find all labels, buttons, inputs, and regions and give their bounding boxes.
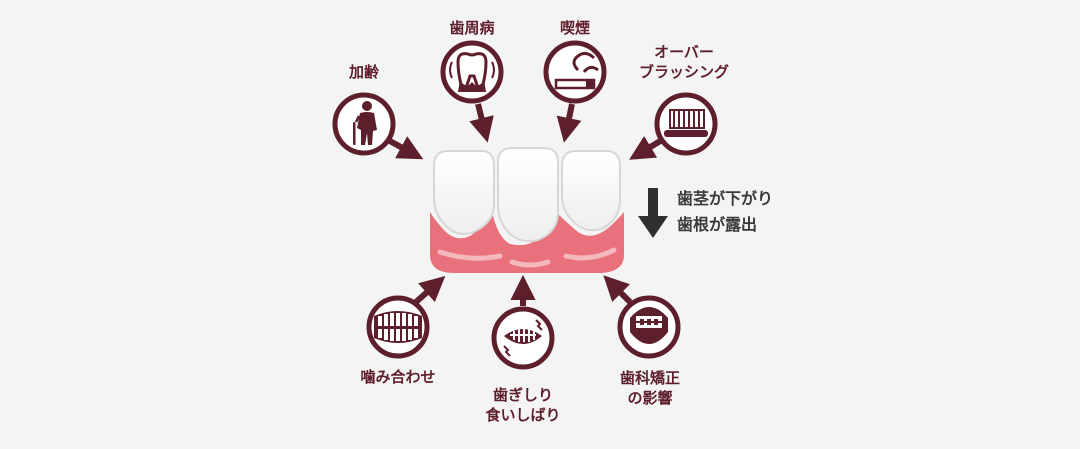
result-line-2: 歯根が露出 [677,215,758,234]
cause-periodontal [440,40,504,143]
label-orthodontics: 歯科矯正 の影響 [619,369,680,407]
gum-highlight [437,247,617,268]
diseased-tooth-icon [449,52,495,92]
label-aging: 加齢 [348,63,379,81]
cause-malocclusion [366,275,446,359]
elderly-person-icon [353,101,377,145]
label-overbrushing: オーバー ブラッシング [638,43,729,81]
result-line-1: 歯茎が下がり [677,189,774,208]
toothbrush-icon [664,109,708,137]
teeth-bite-icon [374,311,422,343]
cause-smoking [543,40,607,143]
cause-orthodontics [603,275,681,359]
cigarette-icon [554,51,599,90]
grinding-mouth-icon [503,319,543,357]
teeth-illustration [430,147,624,273]
label-clenching: 歯ぎしり 食いしばり [485,386,561,424]
cause-aging [332,92,424,160]
label-smoking: 喫煙 [559,19,590,37]
label-malocclusion: 噛み合わせ [360,368,436,386]
tooth-right [561,150,621,232]
label-periodontal: 歯周病 [449,19,495,37]
recession-arrow [638,188,668,238]
tooth-left [433,150,495,235]
cause-overbrushing [629,92,718,160]
cause-clenching [491,274,555,370]
tooth-center [497,147,559,243]
braces-face-icon [630,307,668,344]
result-text: 歯茎が下がり 歯根が露出 [677,186,773,238]
